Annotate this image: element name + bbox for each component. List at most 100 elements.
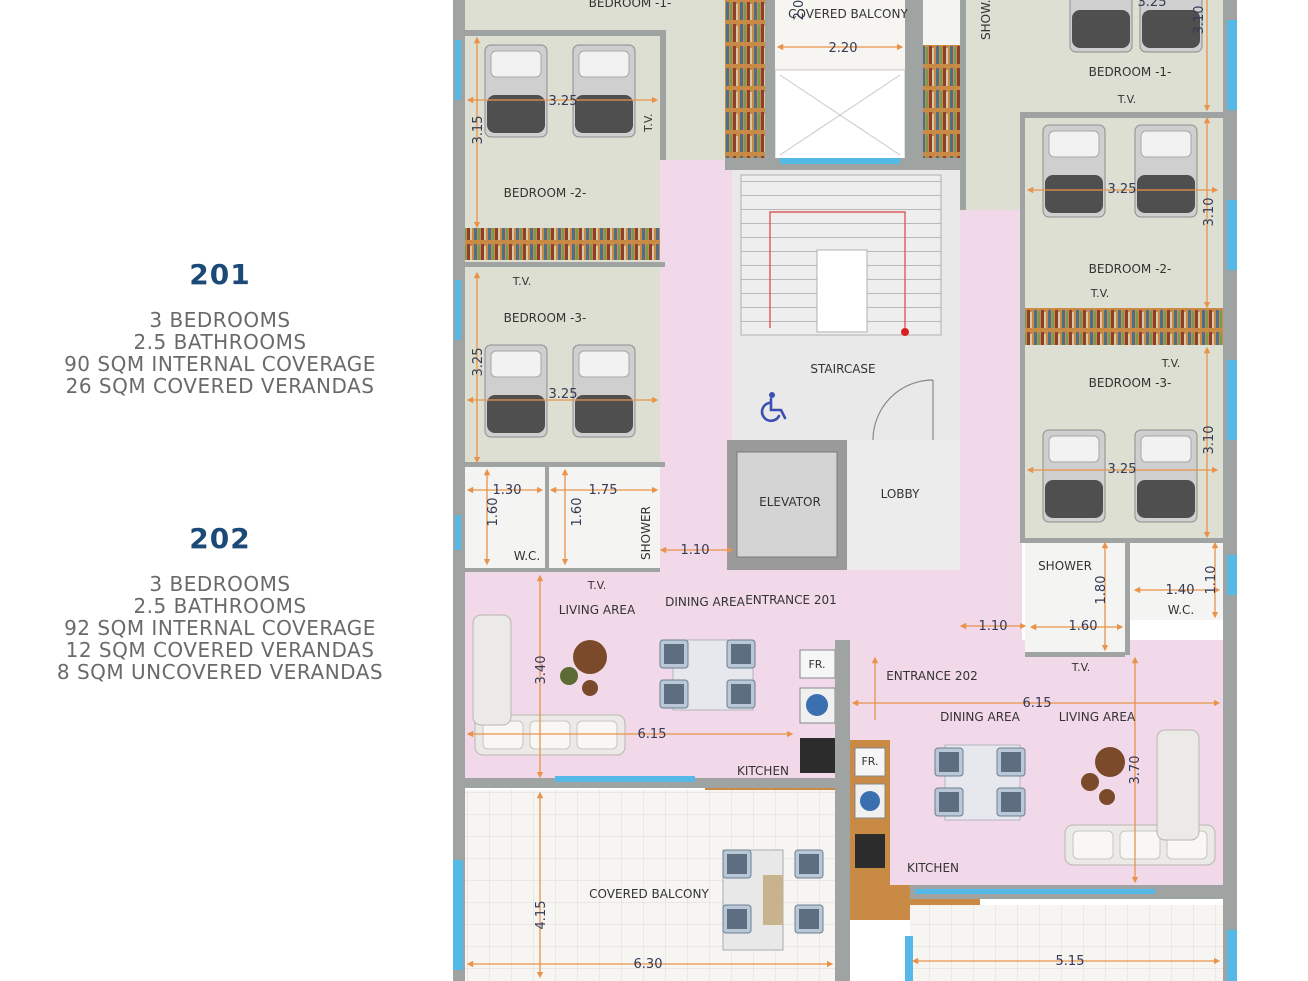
dim-6-15-left: 6.15 [638, 727, 667, 742]
tv-label-bedroom3-left: T.V. [512, 275, 532, 288]
dim-1-60-right: 1.60 [1069, 619, 1098, 634]
dim-5-15: 5.15 [1056, 954, 1085, 969]
lobby-door-swing [872, 379, 934, 441]
unit-info-panel: 201 3 BEDROOMS 2.5 BATHROOMS 90 SQM INTE… [0, 0, 445, 981]
bookshelf-top-left [725, 0, 765, 160]
tv-label-living-201: T.V. [587, 579, 607, 592]
fridge-label-202: FR. [861, 755, 878, 768]
unit-202-bathrooms: 2.5 BATHROOMS [133, 594, 307, 618]
unit-201-internal-coverage: 90 SQM INTERNAL COVERAGE [64, 352, 376, 376]
dim-3-25-bedroom3-left: 3.25 [549, 387, 578, 402]
stair-end-dot [901, 328, 909, 336]
dim-1-60-b: 1.60 [570, 498, 585, 527]
bookshelf-left [465, 228, 665, 260]
dim-1-30: 1.30 [493, 483, 522, 498]
label-wc-left: W.C. [514, 549, 541, 563]
dim-3-70: 3.70 [1128, 756, 1143, 785]
windows [453, 20, 1237, 981]
wheelchair-icon [760, 392, 787, 423]
label-bedroom3-left: BEDROOM -3- [504, 311, 587, 325]
label-elevator: ELEVATOR [759, 495, 821, 509]
elevator-car [736, 451, 838, 558]
dimension-lines [466, 0, 1221, 979]
label-dining-202: DINING AREA [940, 710, 1021, 724]
dim-2-0-top: 2.0 [792, 0, 807, 20]
label-bedroom1-right: BEDROOM -1- [1089, 65, 1172, 79]
dim-4-15: 4.15 [534, 901, 549, 930]
dim-1-75: 1.75 [589, 483, 618, 498]
unit-202-covered-verandas: 12 SQM COVERED VERANDAS [65, 638, 375, 662]
unit-202-internal-coverage: 92 SQM INTERNAL COVERAGE [64, 616, 376, 640]
hob-202 [855, 834, 885, 868]
dim-3-25-bedroom2-right: 3.25 [1108, 182, 1137, 197]
dim-3-25-top: 3.25 [1138, 0, 1167, 10]
unit-202-uncovered-verandas: 8 SQM UNCOVERED VERANDAS [56, 660, 384, 684]
tv-label-living-202: T.V. [1071, 661, 1091, 674]
dim-1-40: 1.40 [1166, 583, 1195, 598]
room-bedroom1-left [465, 0, 765, 30]
washer-202-drum [860, 791, 880, 811]
tv-label-bedroom2-right: T.V. [1090, 287, 1110, 300]
unit-202-number: 202 [189, 522, 251, 555]
label-staircase: STAIRCASE [810, 362, 875, 376]
label-shower-top: SHOW... [979, 0, 993, 40]
label-bedroom3-right: BEDROOM -3- [1089, 376, 1172, 390]
label-entrance-201: ENTRANCE 201 [745, 593, 837, 607]
room-covered-balcony-top [775, 0, 905, 70]
unit-201-bedrooms: 3 BEDROOMS [149, 308, 291, 332]
unit-201-covered-verandas: 26 SQM COVERED VERANDAS [65, 374, 375, 398]
corridor-202 [960, 210, 1022, 640]
void-shaft-cross [779, 74, 901, 156]
entrance-201-area [850, 570, 960, 640]
outer-wall-right [1223, 0, 1237, 981]
tv-label-bedroom3-right: T.V. [1161, 357, 1181, 370]
dim-1-10-right: 1.10 [979, 619, 1008, 634]
stair-path-line [769, 211, 906, 330]
room-wardrobe-left [665, 30, 725, 160]
dim-3-25-bedroom2-left: 3.25 [549, 94, 578, 109]
washer-201-drum [806, 694, 828, 716]
fridge-label-201: FR. [808, 658, 825, 671]
dim-3-10-bedroom3-right: 3.10 [1202, 426, 1217, 455]
unit-202-info: 202 3 BEDROOMS 2.5 BATHROOMS 92 SQM INTE… [0, 522, 440, 683]
dim-6-15-right: 6.15 [1023, 696, 1052, 711]
label-bedroom2-left: BEDROOM -2- [504, 186, 587, 200]
room-wc-right [1130, 540, 1223, 620]
label-covered-balcony-bottom: COVERED BALCONY [589, 887, 709, 901]
unit-202-bedrooms: 3 BEDROOMS [149, 572, 291, 596]
label-dining-201: DINING AREA [665, 595, 746, 609]
hob-201 [800, 738, 835, 773]
dim-3-40: 3.40 [534, 656, 549, 685]
room-shower-right [1025, 540, 1125, 655]
label-wc-right: W.C. [1168, 603, 1195, 617]
dim-2-20: 2.20 [829, 41, 858, 56]
fridge-202 [854, 747, 886, 777]
outer-wall-left [453, 0, 465, 981]
room-veranda-bottom-right [910, 905, 1223, 981]
dim-3-15: 3.15 [471, 116, 486, 145]
dim-3-25-vertical-left: 3.25 [471, 348, 486, 377]
unit-201-number: 201 [189, 258, 251, 291]
dim-3-10-bedroom2-right: 3.10 [1202, 198, 1217, 227]
label-living-202: LIVING AREA [1059, 710, 1136, 724]
unit-201-info: 201 3 BEDROOMS 2.5 BATHROOMS 90 SQM INTE… [0, 258, 440, 397]
label-shower-left: SHOWER [639, 506, 653, 560]
furniture [472, 614, 1216, 951]
label-kitchen-202: KITCHEN [907, 861, 959, 875]
label-bedroom2-right: BEDROOM -2- [1089, 262, 1172, 276]
label-covered-balcony-top: COVERED BALCONY [788, 7, 908, 21]
dim-1-80: 1.80 [1094, 576, 1109, 605]
label-shower-right: SHOWER [1038, 559, 1092, 573]
floor-plan: BEDROOM -1- COVERED BALCONY BEDROOM -1- … [445, 0, 1245, 981]
dim-1-10-left: 1.10 [681, 543, 710, 558]
dim-1-10-wc: 1.10 [1204, 566, 1219, 595]
label-bedroom1-left: BEDROOM -1- [589, 0, 672, 10]
dim-3-10-top: 3.10 [1192, 6, 1207, 35]
dim-1-60-a: 1.60 [486, 498, 501, 527]
dim-3-25-bedroom3-right: 3.25 [1108, 462, 1137, 477]
unit-201-bathrooms: 2.5 BATHROOMS [133, 330, 307, 354]
label-lobby: LOBBY [881, 487, 921, 501]
corridor-201 [660, 160, 732, 580]
label-living-201: LIVING AREA [559, 603, 636, 617]
stair-well [816, 249, 868, 333]
